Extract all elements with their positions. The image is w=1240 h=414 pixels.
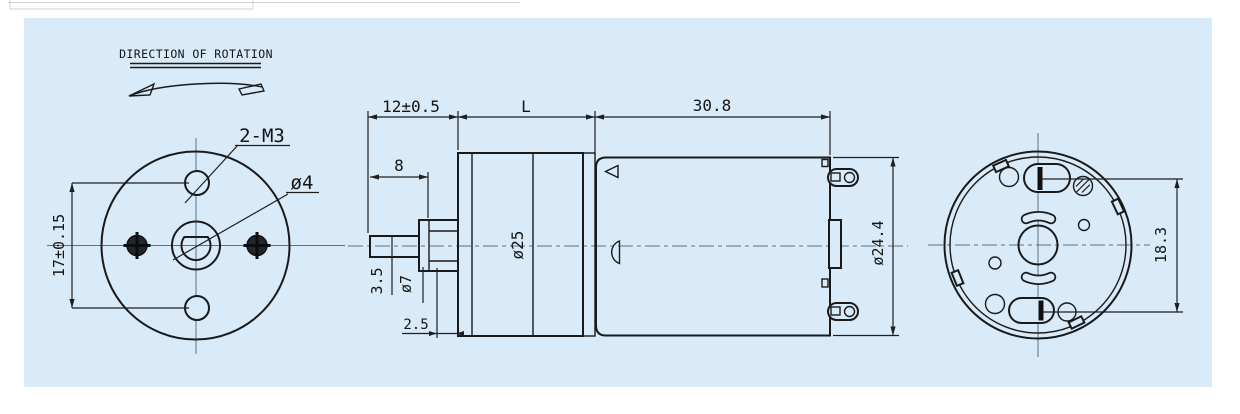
rotation-arrow-icon [128, 82, 265, 97]
motor-vent-mark-top [603, 164, 619, 179]
gearbox-face-outline [100, 150, 291, 341]
flat-length-label: 3.5 [368, 267, 386, 294]
motor-vent-mark-center [611, 239, 621, 265]
screw-left [123, 232, 151, 259]
shaft-d-profile [180, 236, 212, 261]
endcap-hole-left-small [988, 256, 1002, 270]
endcap-hole-hatched [1072, 175, 1094, 197]
dim-motor-diameter: ø24.4 [833, 156, 899, 337]
gearbox-diameter-label: ø25 [508, 231, 527, 260]
callout-mount-holes: 2-M3 [184, 125, 290, 204]
bearing-boss-circle [1017, 224, 1059, 266]
direction-of-rotation-label: DIRECTION OF ROTATION [119, 47, 273, 61]
hole-spacing-label: 17±0.15 [50, 214, 68, 277]
terminal-spacing-label: 18.3 [1152, 227, 1170, 263]
motor-diameter-label: ø24.4 [869, 220, 887, 265]
boss-diameter-label: ø7 [397, 275, 415, 293]
dim-lengths: 12±0.5 L 30.8 [367, 96, 831, 233]
rear-view: 18.3 [928, 133, 1183, 357]
motor-tab-top [821, 158, 829, 168]
dim-terminal-spacing: 18.3 [1041, 178, 1183, 313]
drawing-panel [24, 18, 1212, 387]
endcap-outer-rim [943, 150, 1133, 340]
shaft-bearing-circle [171, 220, 221, 271]
shaft-step-label: 8 [394, 156, 404, 175]
side-view: 12±0.5 L 30.8 8 3.5 ø7 2.5 ø25 [348, 96, 908, 338]
terminal-slot-bottom [1008, 297, 1055, 324]
endcap-inner-rim [949, 156, 1127, 334]
endcap-hole-topleft [998, 166, 1020, 188]
brush-cap [828, 219, 842, 269]
motor-length-label: 30.8 [693, 96, 732, 115]
front-view: 17±0.15 2-M3 ø4 [47, 125, 345, 354]
motor-tab-bottom [821, 278, 829, 288]
dim-shaft-step: 8 [370, 156, 429, 218]
screw-right [243, 232, 271, 259]
terminal-slot-top [1023, 163, 1071, 193]
endcap-hole-right-small [1077, 218, 1091, 232]
terminal-top [827, 168, 859, 187]
terminal-bottom [827, 302, 859, 321]
boss-protrusion-label: 2.5 [403, 317, 428, 333]
mount-holes-label: 2-M3 [239, 125, 285, 147]
direction-of-rotation-block: DIRECTION OF ROTATION [119, 47, 273, 97]
gearbox-length-label: L [521, 97, 531, 116]
shaft-length-label: 12±0.5 [382, 97, 440, 116]
rim-notches [950, 158, 1126, 331]
dim-hole-spacing: 17±0.15 [50, 182, 189, 309]
motor-body-profile [595, 156, 831, 337]
endcap-hole-bottomleft [984, 293, 1006, 315]
page-top-cell [9, 0, 254, 10]
dim-boss-protrusion: 2.5 [402, 268, 464, 338]
shaft-diameter-label: ø4 [291, 172, 314, 194]
vent-arc-slots [1020, 211, 1057, 285]
callout-shaft-diameter: ø4 [172, 172, 319, 261]
